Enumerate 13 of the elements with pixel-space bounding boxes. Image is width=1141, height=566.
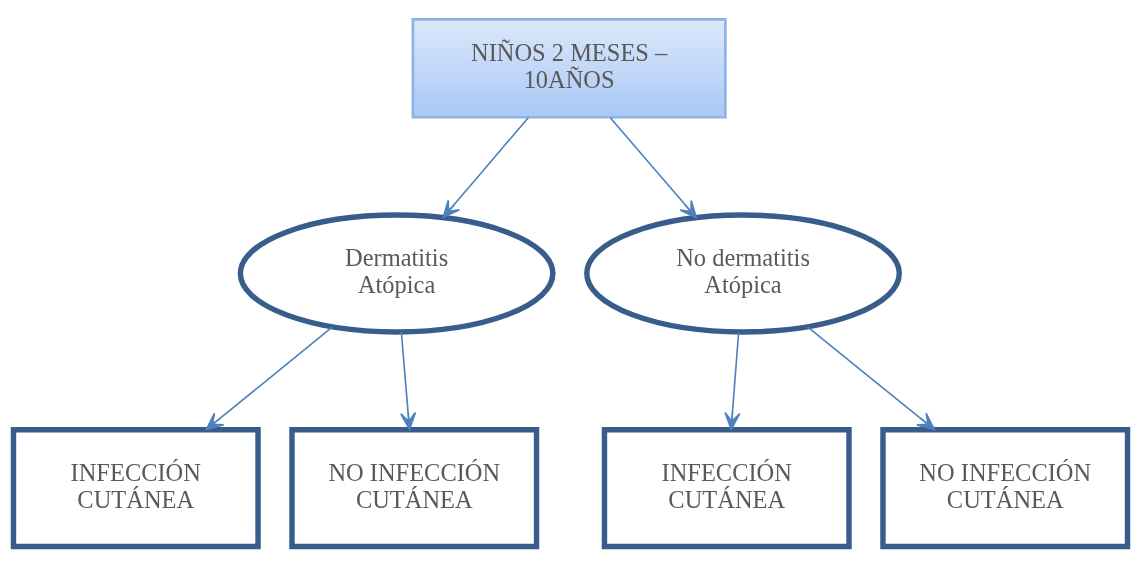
node-box: NO INFECCIÓN CUTÁNEA — [289, 427, 540, 550]
node-box: INFECCIÓN CUTÁNEA — [10, 427, 261, 550]
node-box: INFECCIÓN CUTÁNEA — [601, 427, 852, 550]
node-box: NIÑOS 2 MESES – 10AÑOS — [411, 18, 727, 119]
arrow — [442, 116, 530, 219]
arrow — [724, 331, 741, 431]
node-ellipse: Dermatitis Atópica — [237, 212, 556, 335]
arrow — [609, 116, 698, 219]
node-ellipse: No dermatitis Atópica — [584, 212, 902, 335]
arrow — [205, 326, 333, 431]
node-box: NO INFECCIÓN CUTÁNEA — [880, 427, 1131, 550]
arrow — [400, 331, 417, 431]
arrow — [807, 326, 936, 431]
